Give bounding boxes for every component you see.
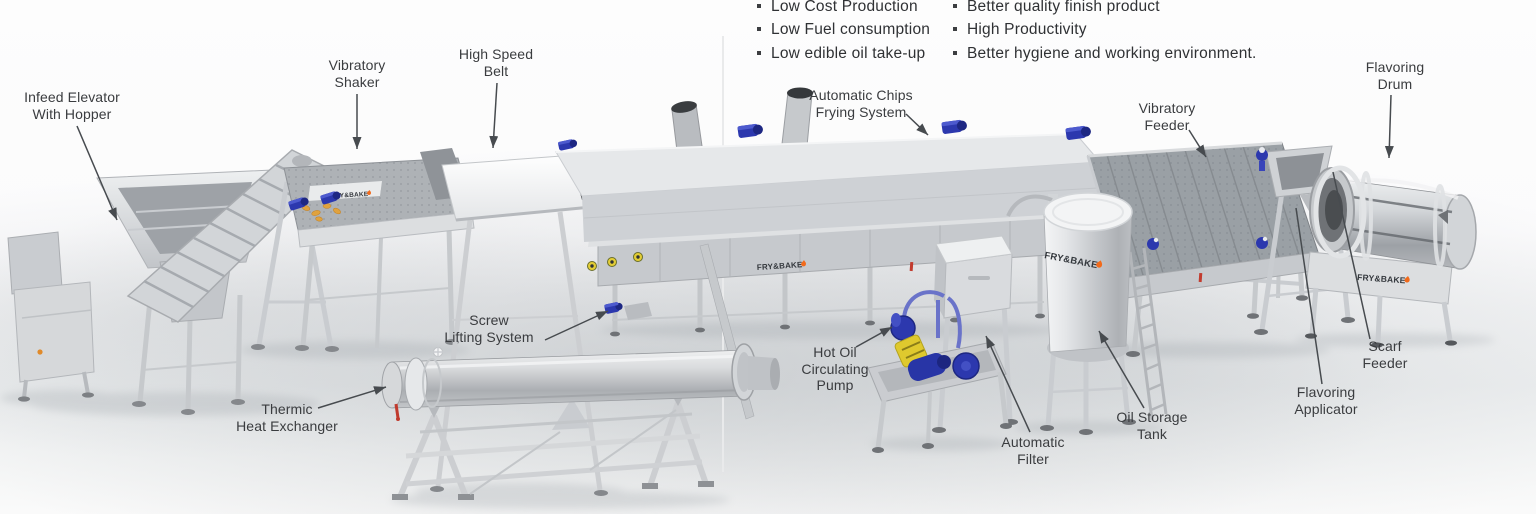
benefit-item: Low Fuel consumption [756, 18, 930, 41]
benefits-list-left: Low Cost Production Low Fuel consumption… [756, 0, 930, 65]
arrow-flavoring-drum [1384, 94, 1394, 159]
gauge-icons [587, 252, 643, 271]
arrow-frying-system [905, 113, 929, 136]
benefits-list-right: Better quality finish product High Produ… [952, 0, 1257, 65]
arrow-thermic-heat-exchanger [317, 386, 387, 409]
brand-logo-text: FRY&BAKE [757, 260, 804, 272]
benefit-item: Better quality finish product [952, 0, 1257, 18]
label-frying-system: Automatic Chips Frying System [809, 87, 913, 120]
label-scarf-feeder: Scarf Feeder [1362, 338, 1408, 371]
label-high-speed-belt: High Speed Belt [458, 46, 534, 79]
oil-storage-tank-graphic: FRY&BAKE [1006, 192, 1168, 435]
arrow-vibratory-feeder [1188, 129, 1207, 158]
thermic-heat-exchanger-graphic [381, 343, 780, 500]
potato-chips [301, 203, 341, 222]
arrow-scarf-feeder [1332, 171, 1371, 340]
arrow-infeed-elevator [76, 125, 118, 221]
left-machine-graphic [7, 231, 95, 402]
label-flavoring-applicator: Flavoring Applicator [1294, 384, 1358, 417]
arrow-automatic-filter [985, 335, 1031, 433]
benefit-item: Low edible oil take-up [756, 42, 930, 65]
label-screw-lifting-system: Screw Lifting System [444, 312, 534, 345]
brand-logo-text: FRY&BAKE [331, 191, 369, 200]
arrow-high-speed-belt [489, 82, 499, 149]
label-infeed-elevator: Infeed Elevator With Hopper [24, 89, 120, 122]
benefit-item: Low Cost Production [756, 0, 930, 18]
vibratory-shaker-graphic: FRY&BAKE [283, 157, 475, 351]
label-hot-oil-pump: Hot Oil Circulating Pump [801, 344, 869, 393]
label-automatic-filter: Automatic Filter [1001, 434, 1065, 467]
arrow-screw-lifting [544, 310, 609, 341]
label-thermic-heat-exchanger: Thermic Heat Exchanger [236, 401, 338, 434]
arrow-flavoring-applicator [1295, 207, 1323, 385]
label-oil-storage-tank: Oil Storage Tank [1116, 409, 1188, 442]
arrow-oil-storage-tank [1098, 330, 1145, 409]
arrow-hot-oil-pump [855, 326, 893, 348]
label-flavoring-drum: Flavoring Drum [1365, 59, 1425, 92]
flavoring-drum-graphic: FRY&BAKE [1305, 165, 1477, 348]
label-vibratory-shaker: Vibratory Shaker [328, 57, 386, 90]
benefit-item: High Productivity [952, 18, 1257, 41]
scarf-feeder-graphic [1254, 145, 1355, 335]
benefit-item: Better hygiene and working environment. [952, 42, 1257, 65]
label-vibratory-feeder: Vibratory Feeder [1138, 100, 1196, 133]
hot-oil-pump-graphic [867, 290, 1012, 453]
fryer-graphic: FRY&BAKE [555, 87, 1102, 337]
brand-logo-text: FRY&BAKE [1357, 272, 1406, 285]
